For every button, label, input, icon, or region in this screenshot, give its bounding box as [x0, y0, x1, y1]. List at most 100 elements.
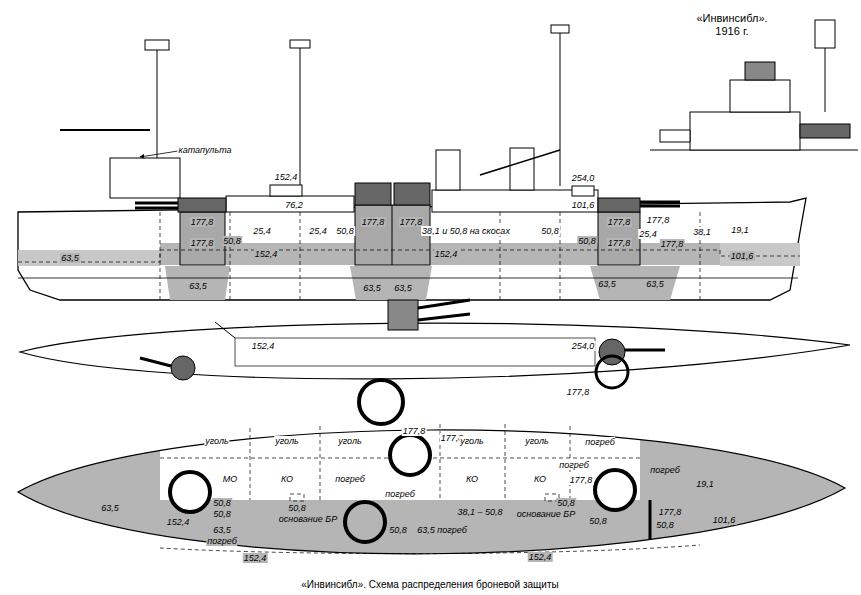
dimension-label: 101,6 — [730, 251, 755, 261]
inset-view — [815, 20, 835, 48]
deck-plan — [388, 300, 418, 330]
dimension-label: 50,8 — [588, 516, 608, 526]
dimension-label: КО — [280, 474, 294, 484]
dimension-label: 63,5 — [362, 283, 382, 293]
dimension-label: 152,4 — [528, 552, 553, 562]
dimension-label: уголь — [204, 436, 229, 446]
side-hull — [720, 243, 800, 266]
dimension-label: 177,8 — [607, 217, 632, 227]
barbette-ring — [345, 502, 385, 542]
side-hull — [18, 250, 160, 266]
dimension-label: 25,4 — [252, 226, 272, 236]
barbette-ring — [649, 500, 652, 540]
dimension-label: 38,1 и 50,8 на скосах — [421, 226, 511, 236]
compartment-line — [230, 212, 231, 300]
turret — [640, 205, 680, 208]
turret — [135, 202, 178, 205]
inset-view — [800, 124, 850, 138]
dimension-label: 50,8 — [335, 226, 355, 236]
dimension-label: 19,1 — [695, 479, 715, 489]
deck-plan — [235, 338, 595, 366]
dimension-label: МО — [222, 474, 239, 484]
dimension-label: 63,5 — [60, 253, 80, 263]
barbette-ring — [595, 470, 635, 510]
dimension-label: 38,1 — [692, 227, 712, 237]
dimension-label: 63,5 — [212, 525, 232, 535]
dimension-label: 63,5 погреб — [416, 525, 468, 535]
superstructure — [270, 185, 302, 196]
deck-plan — [20, 323, 850, 379]
deck-plan — [359, 380, 403, 424]
dimension-label: КО — [465, 474, 479, 484]
inset-view — [690, 112, 800, 150]
inset-view — [650, 20, 858, 150]
dimension-label: уголь — [459, 436, 484, 446]
inset-view — [730, 80, 790, 112]
compartment-line — [290, 494, 304, 501]
side-barbette — [392, 205, 393, 265]
dimension-label: 63,5 — [393, 283, 413, 293]
dimension-label: уголь — [524, 436, 549, 446]
superstructure — [157, 48, 158, 158]
dimension-label: 177,8 — [660, 239, 685, 249]
dimension-label: 254,0 — [571, 341, 596, 351]
side-hull — [165, 266, 230, 300]
dimension-label: 152,4 — [243, 553, 268, 563]
compartment-line — [700, 212, 701, 300]
dimension-label: погреб — [384, 489, 415, 499]
deck-plan — [140, 358, 171, 366]
dimension-label: 177,8 — [361, 217, 386, 227]
armour-plan — [0, 400, 861, 595]
barbette-ring — [170, 472, 210, 512]
dimension-label: 50,8 — [556, 498, 576, 508]
armour-plan — [0, 400, 861, 595]
superstructure — [560, 25, 561, 186]
side-hull — [18, 198, 806, 300]
dimension-label: погреб — [558, 460, 589, 470]
dimension-label: 50,8 — [287, 503, 307, 513]
dimension-label: 50,8 — [540, 226, 560, 236]
compartment-line — [320, 426, 321, 500]
leader-line — [140, 151, 178, 157]
deck-plan — [418, 314, 470, 320]
side-barbette — [355, 205, 430, 265]
compartment-line — [18, 250, 800, 262]
dimension-label: 177,8 — [399, 217, 424, 227]
dimension-label: основание БР — [516, 509, 576, 519]
dimension-label: 152,4 — [434, 249, 459, 259]
dimension-label: уголь — [337, 436, 362, 446]
dimension-label: 177,8 — [646, 215, 671, 225]
inset-view — [660, 130, 690, 142]
turret — [394, 183, 430, 205]
compartment-line — [160, 545, 700, 554]
side-hull — [18, 278, 798, 279]
dimension-label: 152,4 — [166, 517, 191, 527]
dimension-label: 177,8 — [402, 426, 427, 436]
superstructure — [60, 25, 598, 212]
dimension-label: 177,8 — [569, 475, 594, 485]
compartment-line — [160, 424, 700, 554]
side-hull — [18, 198, 806, 300]
turret — [355, 183, 391, 205]
turret — [640, 201, 680, 204]
dimension-label: КО — [533, 474, 547, 484]
superstructure — [300, 40, 301, 185]
superstructure — [290, 40, 310, 48]
superstructure — [572, 186, 594, 196]
dimension-label: 38,1 – 50,8 — [456, 507, 503, 517]
deck-plan — [215, 322, 235, 338]
dimension-label: 101,6 — [712, 515, 737, 525]
compartment-line — [505, 424, 506, 500]
dimension-label: катапульта — [177, 145, 232, 155]
dimension-label: 63,5 — [188, 281, 208, 291]
superstructure — [551, 25, 569, 33]
dimension-label: 177,8 — [190, 238, 215, 248]
dimension-label: погреб — [649, 465, 680, 475]
dimension-label: 25,4 — [638, 229, 658, 239]
superstructure — [480, 150, 560, 175]
armour-plan — [0, 500, 861, 595]
superstructure — [110, 158, 180, 198]
dimension-label: 50,8 — [222, 236, 242, 246]
inset-view — [745, 62, 775, 80]
armour-plan — [18, 430, 845, 554]
